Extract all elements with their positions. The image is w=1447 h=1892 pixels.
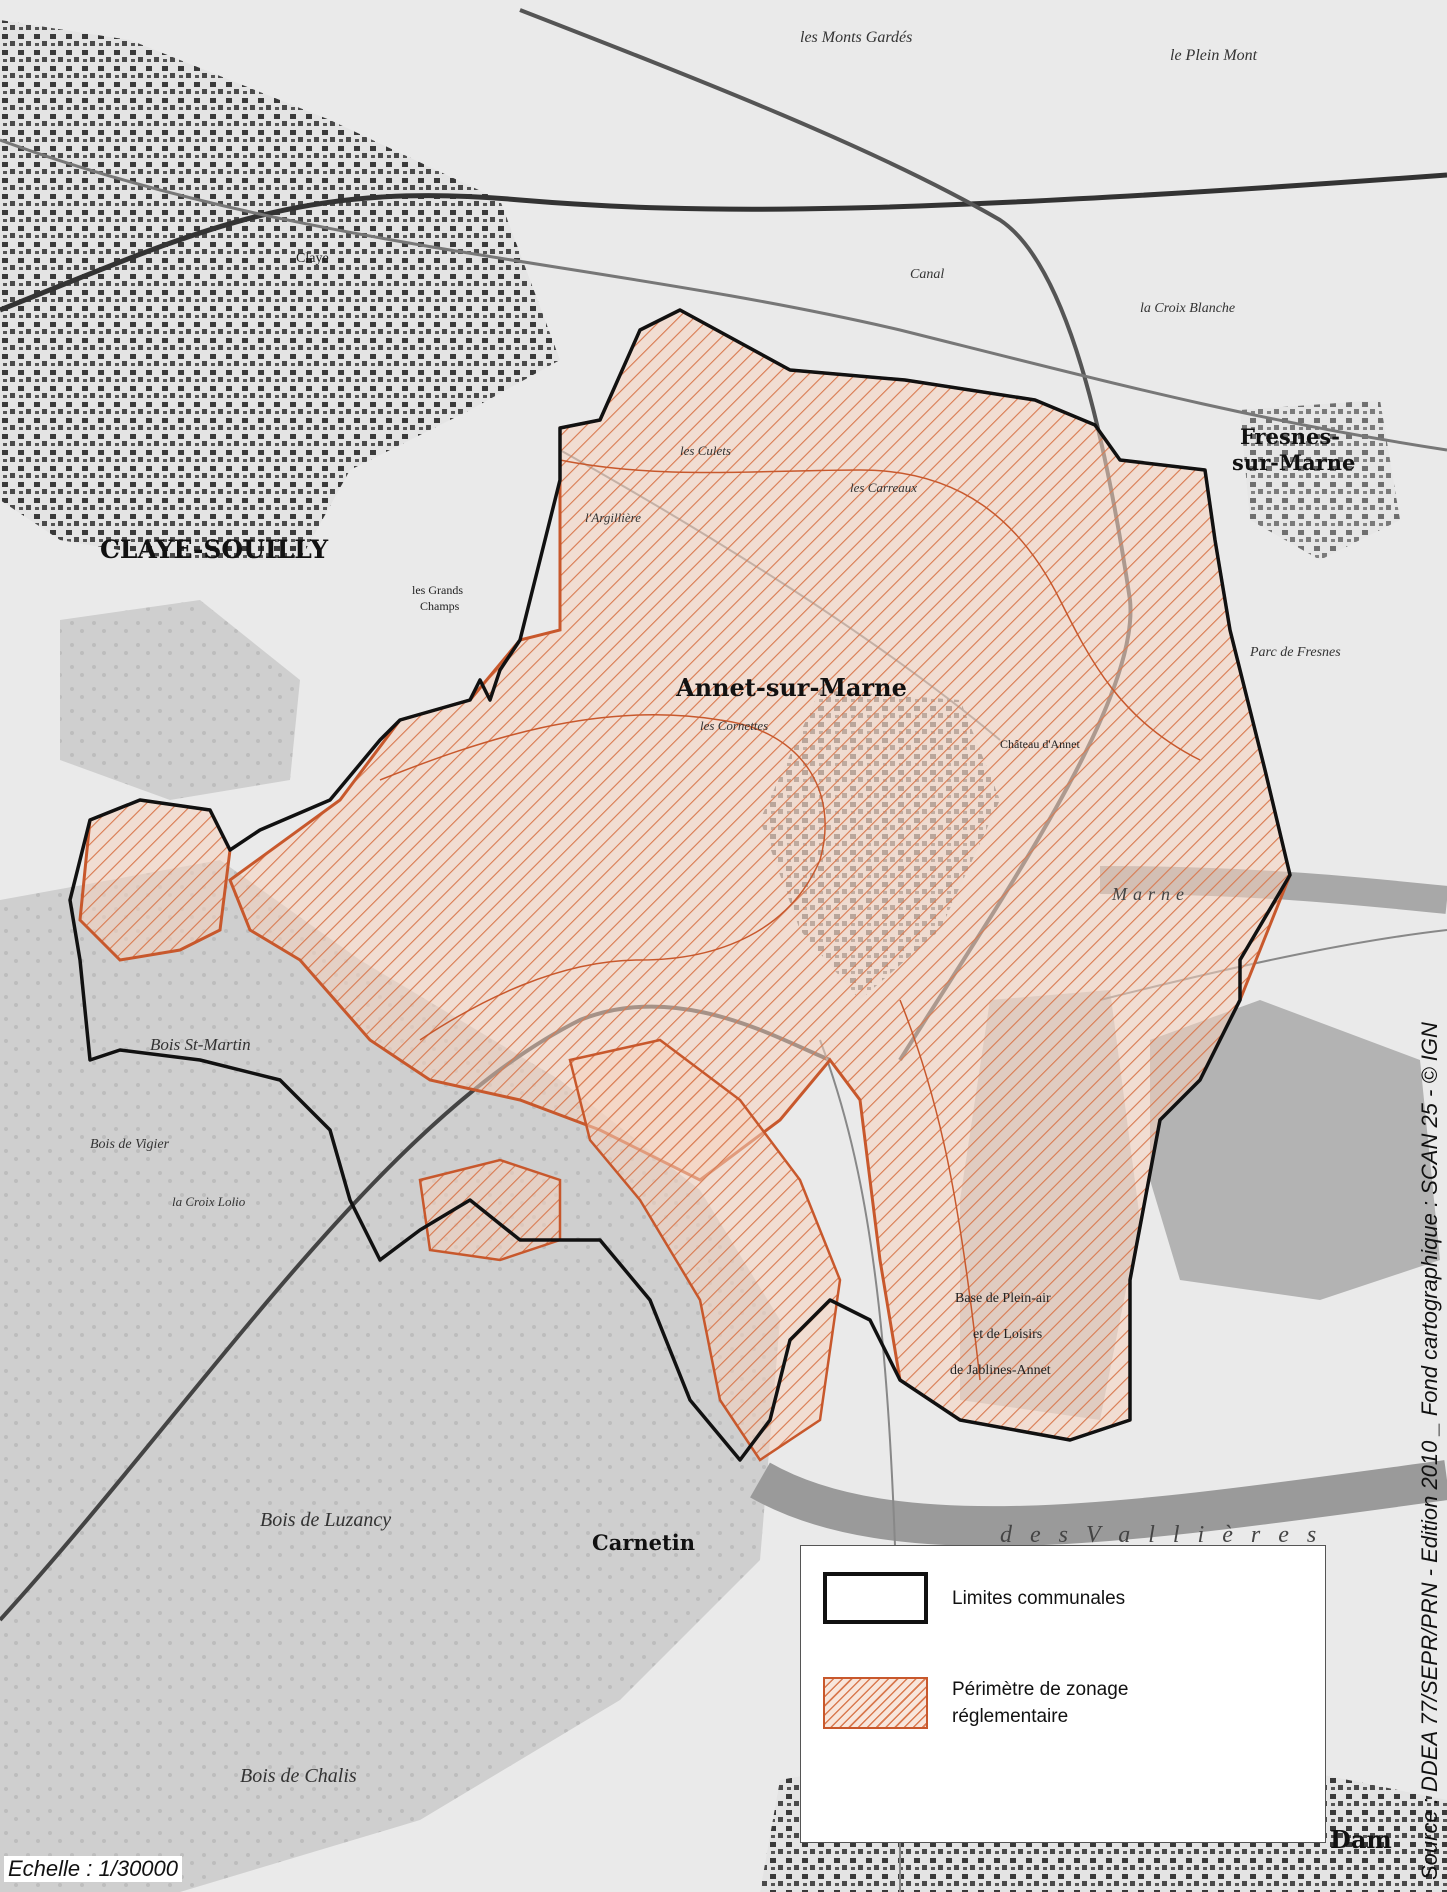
source-credit: Source : DDEA 77/SEPR/PRN - Edition 2010… [1417, 1022, 1442, 1880]
legend-item-zoning-perimeter: Périmètre de zonage réglementaire [823, 1676, 1172, 1730]
legend-label: Périmètre de zonage réglementaire [952, 1679, 1129, 1727]
place-annet-sur-marne: Annet-sur-Marne [675, 673, 907, 702]
locality-grands-champs-2: Champs [420, 599, 460, 613]
urban-fresnes [1240, 400, 1400, 560]
locality-argilliere: l'Argillière [585, 510, 641, 525]
zoning-perimeter-south [418, 1158, 562, 1262]
locality-bois-vigier: Bois de Vigier [90, 1137, 170, 1152]
scale-label: Echelle : 1/30000 [4, 1856, 183, 1882]
locality-grands-champs-1: les Grands [412, 583, 463, 597]
locality-croix-blanche: la Croix Blanche [1140, 301, 1235, 316]
commune-limits-swatch [823, 1572, 928, 1624]
locality-bois-luzancy: Bois de Luzancy [260, 1509, 391, 1531]
locality-bois-st-martin: Bois St-Martin [150, 1035, 251, 1054]
canal-label: Canal [910, 267, 944, 282]
lakes-east [1150, 1000, 1440, 1300]
locality-bois-chalis: Bois de Chalis [240, 1765, 357, 1787]
place-carnetin: Carnetin [592, 1530, 695, 1555]
place-claye-souilly: CLAYE-SOUILLY [100, 535, 329, 564]
canal-ourcq [0, 138, 1447, 452]
urban-claye-souilly [0, 20, 560, 560]
locality-plein-mont: le Plein Mont [1170, 47, 1258, 64]
legend-label: Limites communales [952, 1587, 1126, 1609]
zoning-sub-lines [379, 459, 1201, 1381]
zoning-perimeter-west [78, 798, 232, 962]
place-fresnes-2: sur-Marne [1232, 450, 1355, 475]
locality-chateau-annet: Château d'Annet [1000, 737, 1080, 751]
zoning-perimeter-swatch [823, 1677, 928, 1729]
legend-item-commune-limits: Limites communales [823, 1572, 1125, 1624]
river-marne [750, 1460, 1447, 1547]
place-fresnes-1: Fresnes- [1240, 424, 1340, 449]
place-claye: Claye [296, 251, 329, 266]
locality-cornettes: les Cornettes [700, 718, 768, 733]
base-loisirs-line-3: de Jablines-Annet [950, 1363, 1051, 1378]
zoning-perimeter-tongue [568, 1038, 842, 1462]
map-legend: Limites communales Périmètre de zonage r… [800, 1545, 1326, 1843]
commune-boundary [68, 308, 1292, 1462]
base-loisirs-line-2: et de Loisirs [973, 1327, 1042, 1342]
base-loisirs-line-1: Base de Plein-air [955, 1291, 1051, 1306]
river-label-marne: Marne [1111, 884, 1190, 904]
locality-carreaux: les Carreaux [850, 480, 917, 495]
locality-parc-fresnes: Parc de Fresnes [1249, 645, 1341, 660]
canal-vallieres-label: d e s V a l l i è r e s [1000, 1522, 1322, 1548]
locality-monts-gardes: les Monts Gardés [800, 29, 912, 46]
place-dam: Dam [1330, 1825, 1392, 1854]
locality-croix-lolio: la Croix Lolio [172, 1194, 246, 1209]
road-n3 [0, 172, 1447, 313]
locality-coulets: les Culets [680, 443, 731, 458]
woods-area-hill [60, 600, 300, 800]
